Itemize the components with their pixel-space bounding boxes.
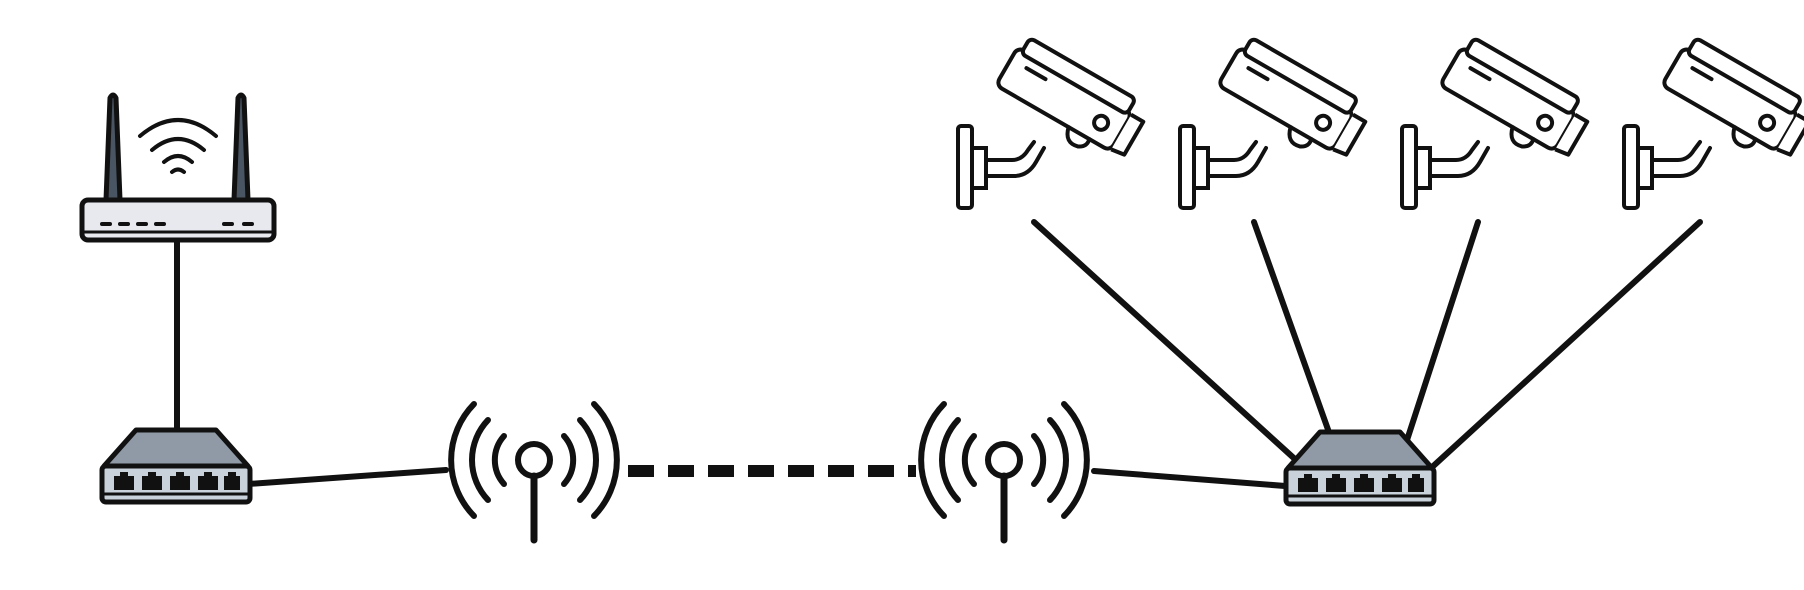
camera-1-icon [956, 32, 1154, 210]
antenna-left-icon [451, 404, 617, 540]
camera-4-link [1415, 219, 1703, 483]
camera-3-icon [1400, 32, 1598, 210]
camera-1-link [1031, 219, 1321, 483]
switch-right-icon [1286, 432, 1434, 504]
switch-to-antenna-link [245, 467, 449, 487]
connections [174, 219, 1703, 490]
camera-2-icon [1178, 32, 1376, 210]
switch-left-icon [102, 430, 250, 502]
camera-3-link [1391, 219, 1481, 483]
router-icon [79, 92, 277, 243]
antenna-to-switch-link [1091, 468, 1301, 490]
camera-4-icon [1622, 32, 1804, 210]
antenna-right-icon [921, 404, 1087, 540]
